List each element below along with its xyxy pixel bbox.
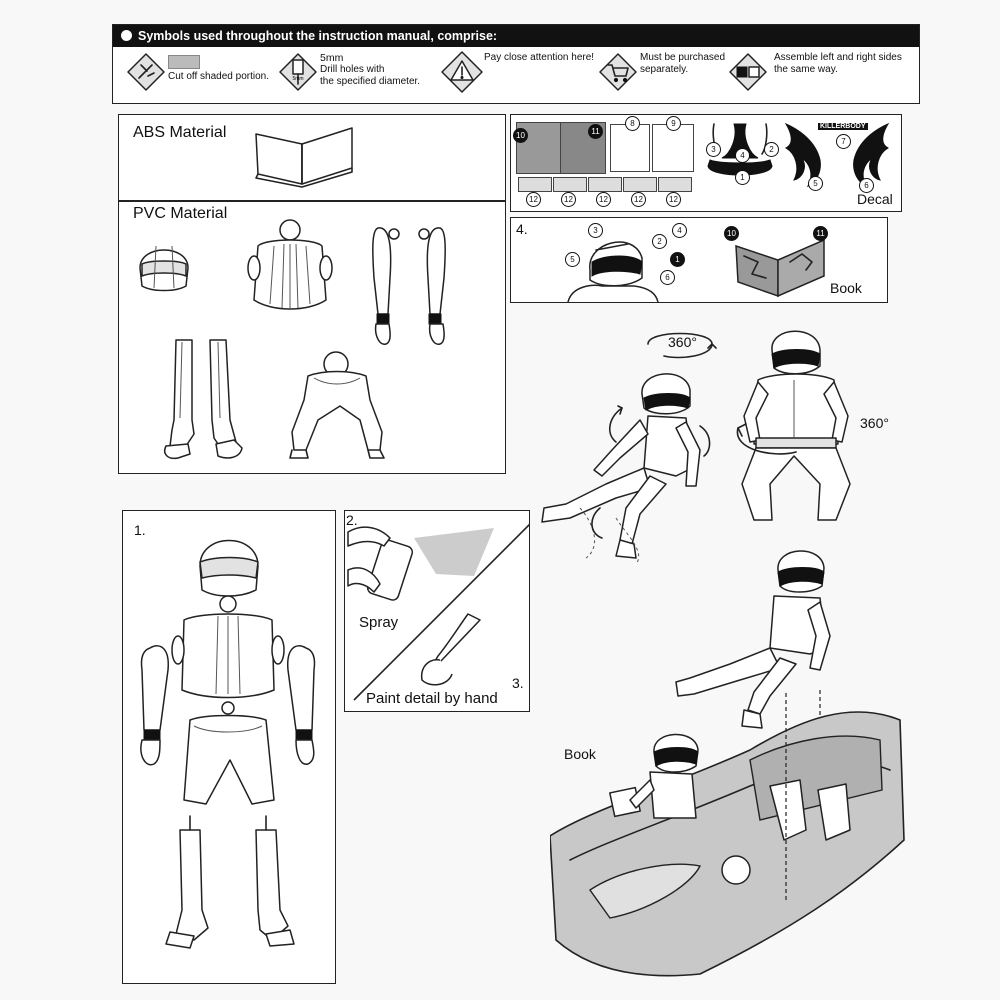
warning-icon (441, 51, 483, 93)
legend-cart-text-1: Must be purchased (640, 52, 726, 63)
pvc-helmet-part (139, 245, 189, 292)
svg-text:5mm: 5mm (292, 76, 303, 82)
legend-cart-text-2: separately. (640, 64, 689, 75)
step4-callout-4: 4 (672, 223, 687, 238)
pvc-torso-part (247, 219, 333, 310)
legend-lr-text-1: Assemble left and right sides (774, 52, 902, 63)
decal-sticker-12-d (623, 177, 657, 192)
spray-paint-figure (347, 523, 530, 701)
legend-lr-text-2: the same way. (774, 64, 838, 75)
legend-warning-text: Pay close attention here! (484, 52, 595, 63)
decal-sticker-12-a (518, 177, 552, 192)
decal-sticker-12-b (553, 177, 587, 192)
figure-installed-view (675, 550, 831, 736)
step4-callout-5: 5 (565, 252, 580, 267)
decal-number-3: 3 (706, 142, 721, 157)
step4-callout-1: 1 (670, 252, 685, 267)
drill-icon: 5mm (279, 53, 317, 91)
decal-visor-shapes (707, 123, 773, 176)
decal-number-12-a: 12 (526, 192, 541, 207)
step4-callout-6: 6 (660, 270, 675, 285)
shaded-portion-swatch (168, 55, 200, 69)
pvc-legs-part (164, 339, 243, 460)
decal-label: Decal (857, 191, 893, 207)
abs-material-label: ABS Material (133, 124, 227, 141)
decal-number-8: 8 (625, 116, 640, 131)
car-book-label: Book (564, 746, 596, 762)
decal-number-6: 6 (859, 178, 874, 193)
step3-number: 3. (512, 675, 524, 691)
left-right-icon (729, 53, 767, 91)
decal-number-1: 1 (735, 170, 750, 185)
seated-figure-side-view (541, 373, 711, 565)
step4-callout-11: 11 (813, 226, 828, 241)
decal-number-12-d: 12 (631, 192, 646, 207)
legend-drill-text-2: the specified diameter. (320, 76, 421, 87)
pvc-arms-part (372, 227, 446, 345)
pvc-material-label: PVC Material (133, 205, 228, 222)
legend-header-bar (113, 25, 919, 47)
materials-divider (118, 200, 506, 202)
decal-number-12-e: 12 (666, 192, 681, 207)
decal-sticker-12-e (658, 177, 692, 192)
bullet-icon (121, 30, 132, 41)
rotation-label-top: 360° (668, 334, 697, 350)
legend-cut-text: Cut off shaded portion. (168, 71, 269, 82)
decal-number-9: 9 (666, 116, 681, 131)
step4-callout-3: 3 (588, 223, 603, 238)
step4-callout-2: 2 (652, 234, 667, 249)
decal-brand-text: KILLERBODY (818, 123, 868, 130)
decal-number-2: 2 (764, 142, 779, 157)
step4-helmet-figure (567, 241, 659, 302)
decal-sticker-12-c (588, 177, 622, 192)
step2-number: 2. (346, 512, 358, 528)
step1-number: 1. (134, 522, 146, 538)
step4-number: 4. (516, 221, 528, 237)
decal-number-5: 5 (808, 176, 823, 191)
pvc-hips-part (289, 351, 385, 459)
legend-drill-text-1: Drill holes with (320, 64, 385, 75)
decal-flame-left (784, 122, 821, 188)
step4-callout-10: 10 (724, 226, 739, 241)
decal-number-7: 7 (836, 134, 851, 149)
decal-number-4: 4 (735, 148, 750, 163)
decal-sticker-9 (652, 124, 694, 172)
rotation-label-right: 360° (860, 415, 889, 431)
exploded-figure (140, 539, 316, 949)
decal-number-12-b: 12 (561, 192, 576, 207)
decal-number-10: 10 (513, 128, 528, 143)
decal-sticker-8 (610, 124, 650, 172)
step4-book-figure (735, 238, 825, 298)
seated-figure-front-view (736, 330, 851, 521)
decal-map-11 (560, 122, 606, 174)
step4-book-label: Book (830, 280, 862, 296)
legend-drill-size: 5mm (320, 52, 344, 64)
cart-icon (599, 53, 637, 91)
decal-flame-right (853, 122, 890, 188)
kart-chassis-figure (550, 690, 905, 977)
cut-off-icon (127, 53, 165, 91)
decal-number-12-c: 12 (596, 192, 611, 207)
legend-title: Symbols used throughout the instruction … (138, 29, 498, 43)
rotation-arrow-top (647, 332, 717, 359)
decal-number-11: 11 (588, 124, 603, 139)
spray-label: Spray (359, 614, 399, 631)
abs-book-figure (255, 127, 353, 188)
paint-by-hand-label: Paint detail by hand (366, 690, 498, 707)
